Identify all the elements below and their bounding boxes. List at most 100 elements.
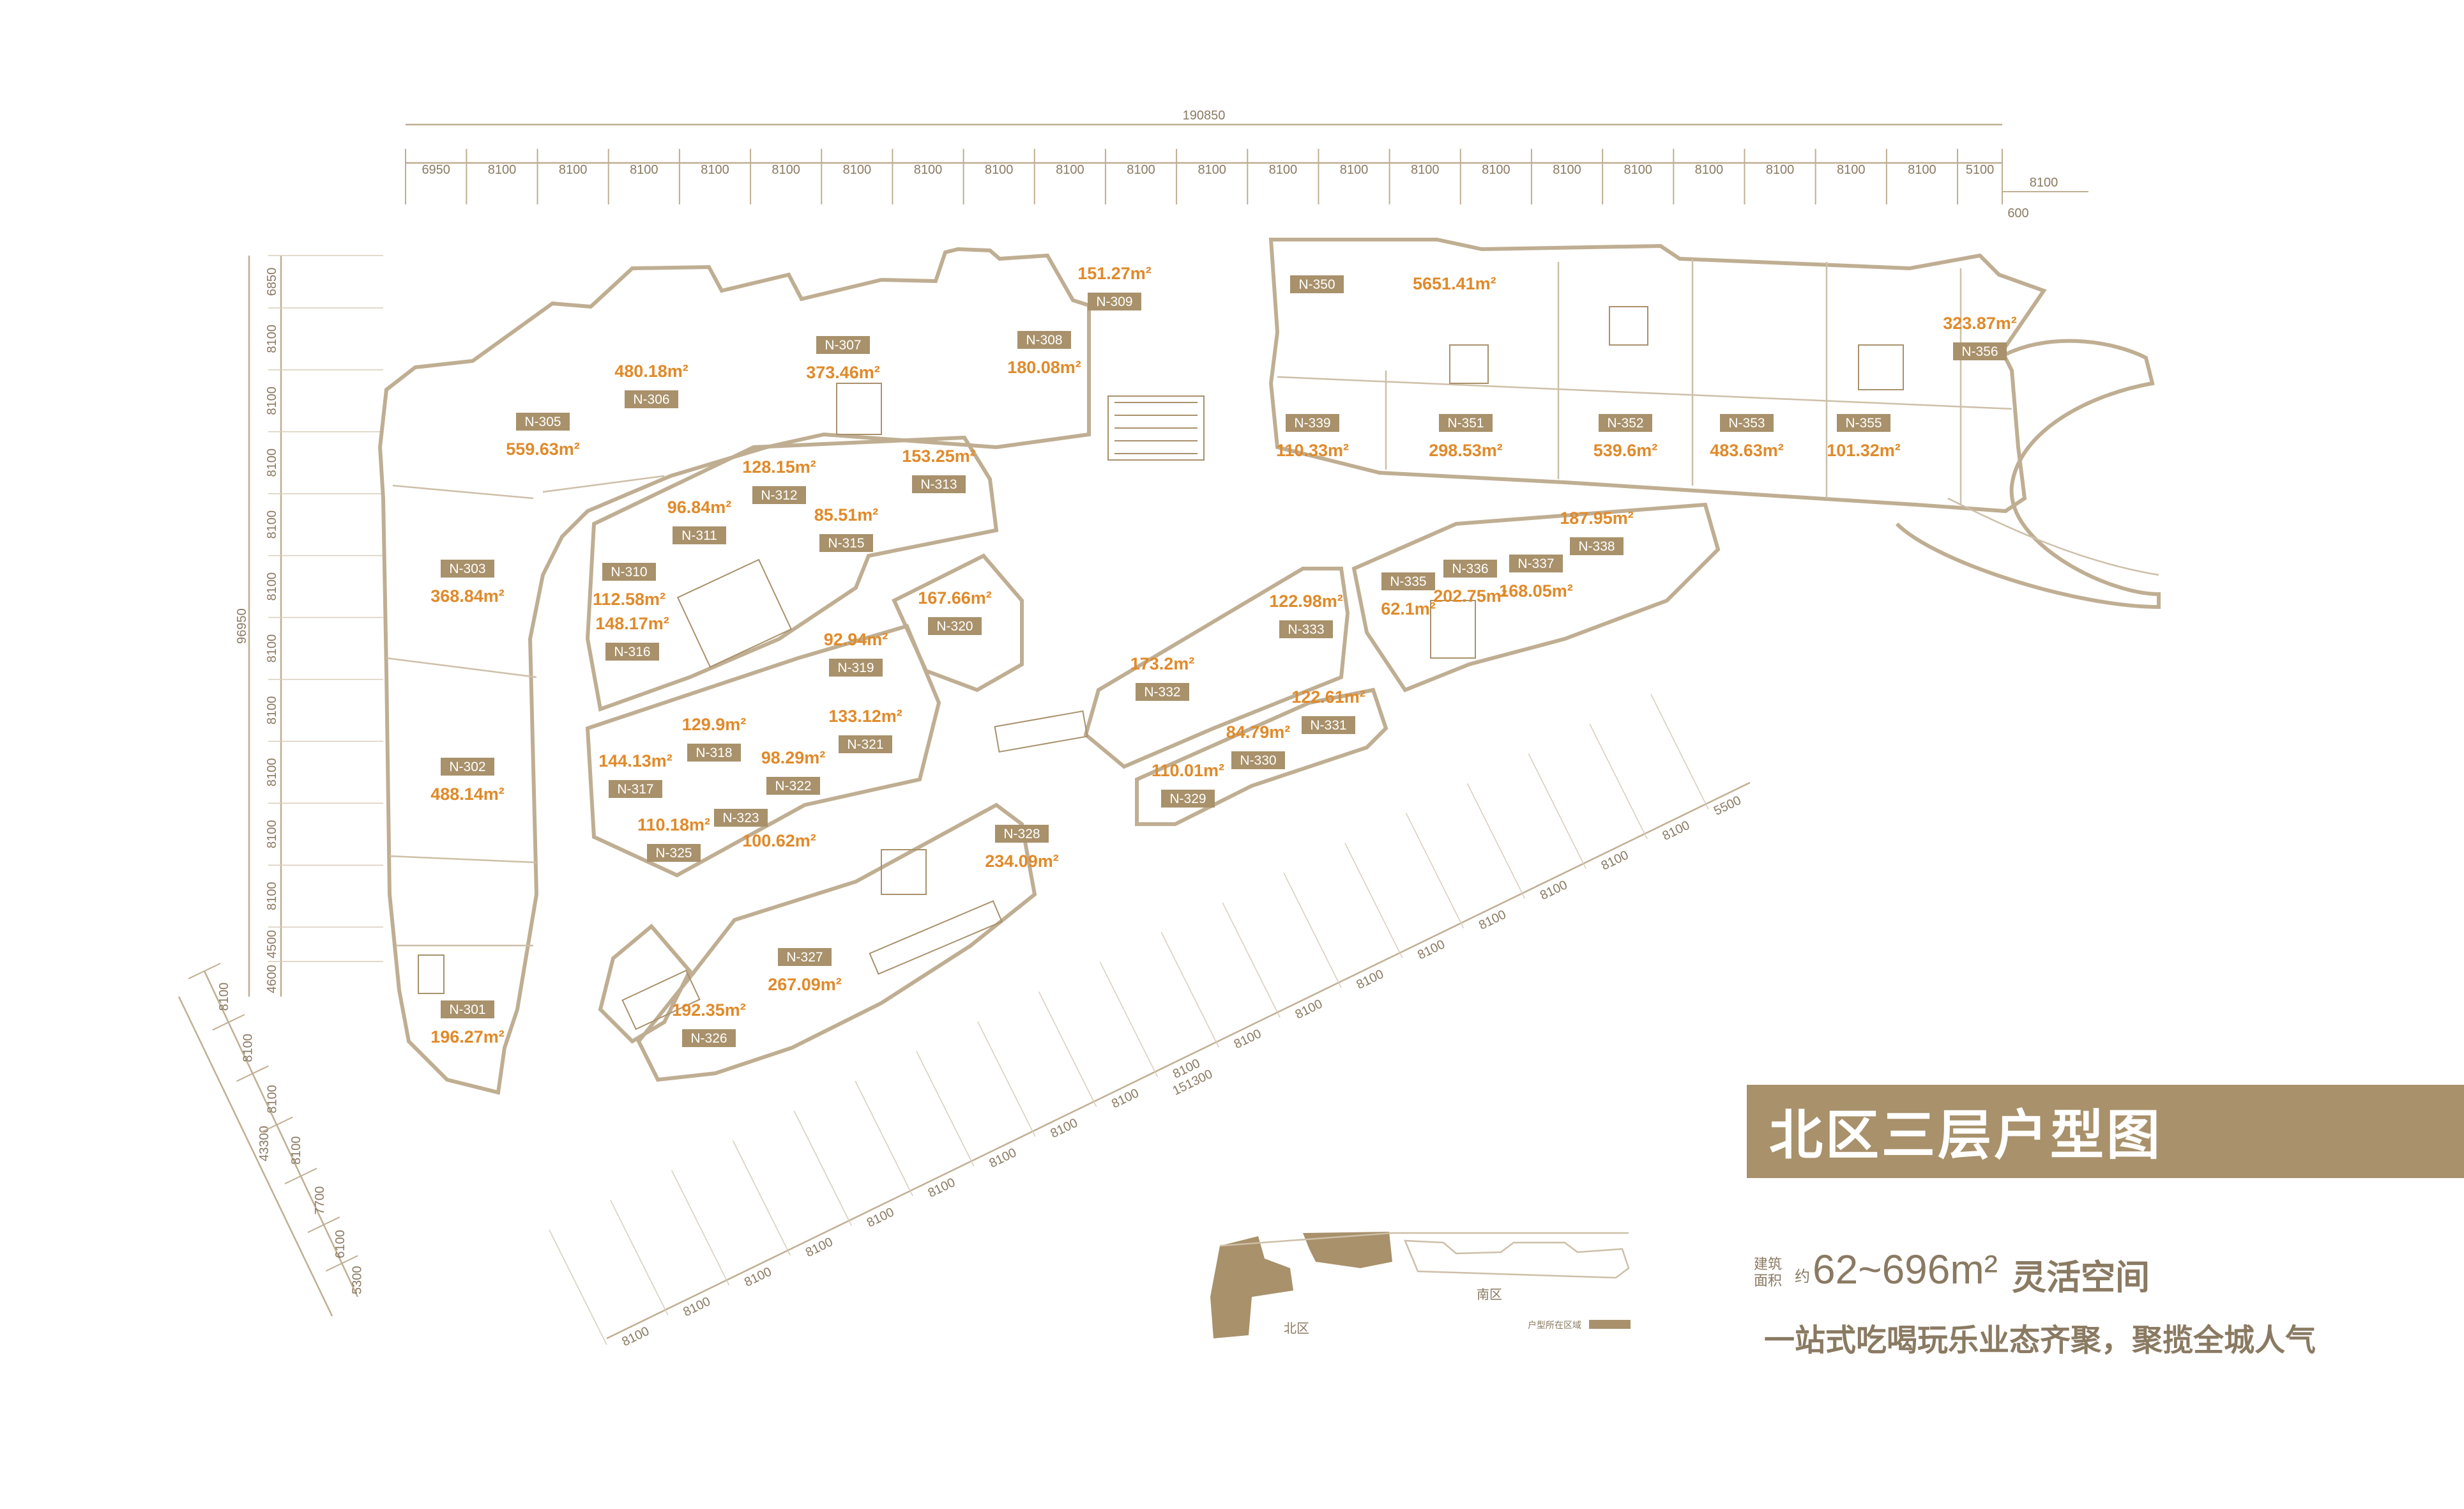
unit-id-badge [1837,414,1890,432]
dim-top-9: 8100 [1056,163,1084,177]
dim-diag-right-4: 8100 [865,1205,897,1230]
unit-n-316[interactable]: N-316 148.17m² [595,614,669,661]
unit-area: 373.46m² [806,363,880,382]
dim-left-1: 8100 [265,325,279,353]
dim-diag-right-16: 8100 [1599,848,1631,873]
unit-id-badge [647,844,701,862]
unit-area: 128.15m² [742,457,816,477]
unit-area: 122.61m² [1291,687,1365,707]
unit-id: N-321 [847,737,883,752]
unit-id: N-339 [1294,416,1330,431]
dim-diag-right-8: 8100 [1109,1086,1141,1111]
key-north-label: 北区 [1284,1321,1309,1336]
unit-area: 539.6m² [1593,441,1658,460]
dim-top-16: 8100 [1553,163,1581,177]
unit-id-badge [605,643,659,661]
unit-area: 187.95m² [1560,509,1634,528]
unit-area: 148.17m² [595,614,669,633]
unit-id-badge [839,735,892,753]
unit-id: N-318 [696,746,732,760]
dim-left-2: 8100 [265,387,279,415]
unit-area: 488.14m² [430,785,505,804]
dim-diag-right-6: 8100 [987,1145,1019,1170]
unit-id-badge [1599,414,1652,432]
dim-top-6: 8100 [843,163,872,177]
unit-area: 180.08m² [1007,358,1081,377]
area-range-value: 62~696 [1813,1246,1951,1292]
unit-id: N-356 [1961,344,1998,359]
unit-id-badge [1439,414,1493,432]
unit-id-badge [928,617,982,635]
dim-left-3: 8100 [265,448,279,477]
dim-top-17: 8100 [1624,163,1652,177]
unit-id: N-309 [1096,295,1132,309]
unit-id: N-327 [786,950,823,965]
unit-n-352[interactable]: N-352 539.6m² [1593,414,1658,460]
unit-area: 133.12m² [828,707,902,726]
unit-id: N-315 [828,536,864,551]
unit-id: N-319 [837,661,874,675]
area-approx: 约 [1795,1268,1810,1285]
unit-id-badge [682,1029,736,1047]
unit-id: N-352 [1607,416,1643,431]
dim-top-5: 8100 [772,163,800,177]
unit-id: N-322 [775,779,811,793]
dim-left-12: 4600 [265,965,279,993]
unit-area: 168.05m² [1499,581,1573,601]
unit-id-badge [1953,342,2007,360]
unit-id: N-330 [1240,753,1276,768]
unit-id-badge [609,780,662,798]
dim-left-4: 8100 [265,510,279,539]
dim-top-4: 8100 [701,163,729,177]
unit-n-321[interactable]: N-321 133.12m² [828,707,902,753]
unit-area: 167.66m² [918,588,992,608]
unit-id: N-336 [1452,562,1488,576]
unit-area: 480.18m² [614,362,688,381]
dim-left-10: 8100 [265,882,279,910]
unit-id: N-316 [614,645,650,659]
dim-left-0: 6850 [265,268,279,296]
dim-top-3: 8100 [630,163,658,177]
dim-top-0: 6950 [422,163,450,177]
unit-id-badge [1136,683,1189,701]
dim-diag-right-18: 5500 [1712,793,1744,818]
